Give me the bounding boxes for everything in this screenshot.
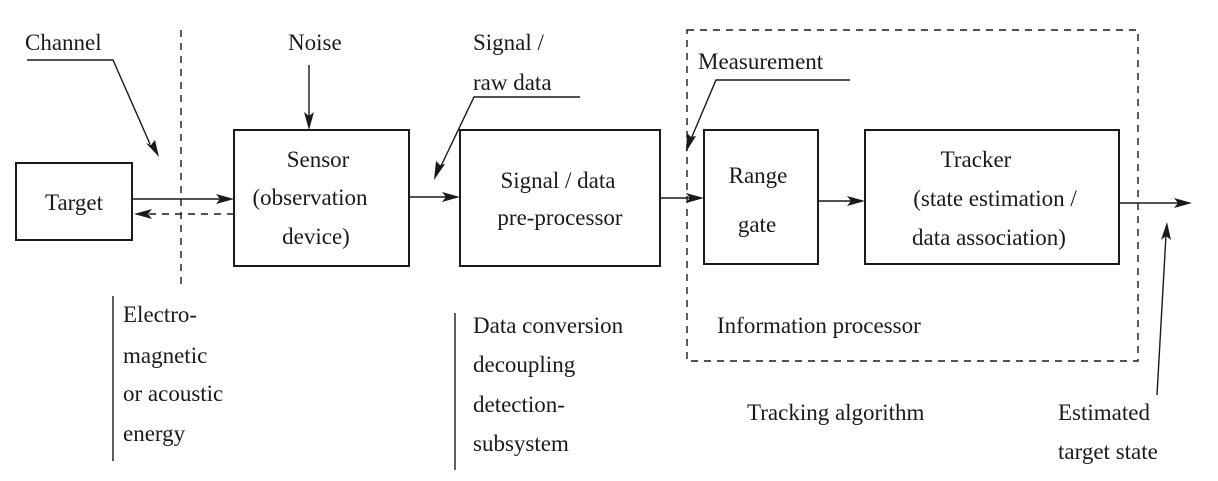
noise-arrowhead: [304, 112, 314, 130]
channel-leader: [27, 59, 151, 145]
measurement-label: Measurement: [698, 49, 824, 74]
conversion-label-line4: subsystem: [473, 431, 569, 456]
conversion-label-line3: detection-: [473, 392, 565, 417]
tracking-algorithm-label: Tracking algorithm: [747, 400, 924, 425]
tracker-block-label-line1: Tracker: [941, 147, 1012, 172]
information-processor-region: [686, 29, 1139, 362]
target-block: [15, 162, 133, 241]
estimated-state-label-line2: target state: [1058, 439, 1158, 464]
channel-label: Channel: [25, 30, 102, 55]
energy-label-line4: energy: [123, 421, 186, 446]
signal-raw-data-label-line2: raw data: [473, 70, 552, 95]
sensor-to-preprocessor-arrowhead: [442, 192, 460, 202]
signal-raw-data-leader-arrowhead: [434, 161, 445, 180]
range-gate-block-label-line2: gate: [738, 212, 776, 237]
measurement-leader-arrowhead: [686, 133, 696, 152]
sensor-block: [233, 129, 410, 267]
sensor-to-target-arrowhead: [134, 209, 152, 219]
tracker-output-arrowhead: [1174, 198, 1192, 208]
range-gate-block-label-line1: Range: [729, 163, 788, 188]
signal-raw-data-label-line1: Signal /: [473, 30, 545, 55]
conversion-label-line1: Data conversion: [473, 313, 624, 338]
target-to-sensor-arrowhead: [216, 194, 234, 204]
estimated-state-leader: [1156, 234, 1167, 396]
preprocessor-block-label-line1: Signal / data: [501, 168, 616, 193]
noise-label: Noise: [288, 30, 342, 55]
target-block-label: Target: [45, 190, 104, 215]
range-gate-block: [703, 129, 819, 265]
preprocessor-block: [459, 129, 661, 267]
signal-raw-data-leader: [440, 96, 580, 167]
sensor-block-label-line3: device): [282, 224, 350, 249]
energy-label-line1: Electro-: [123, 302, 197, 327]
estimated-state-leader-arrowhead: [1161, 222, 1171, 240]
energy-label-line2: magnetic: [123, 343, 207, 368]
preprocessor-block-label-line2: pre-processor: [497, 205, 623, 230]
sensor-block-label-line1: Sensor: [287, 147, 350, 172]
information-processor-label: Information processor: [717, 313, 921, 338]
estimated-state-label-line1: Estimated: [1058, 400, 1150, 425]
preprocessor-to-range-gate-arrowhead: [686, 193, 704, 203]
channel-leader-arrowhead: [146, 140, 159, 157]
measurement-leader: [690, 79, 850, 140]
tracker-block-label-line3: data association): [912, 225, 1066, 250]
conversion-label-line2: decoupling: [473, 352, 576, 377]
tracker-block-label-line2: (state estimation /: [913, 186, 1077, 211]
sensor-block-label-line2: (observation: [253, 185, 368, 210]
range-gate-to-tracker-arrowhead: [847, 196, 865, 206]
tracker-block: [864, 129, 1120, 265]
energy-label-line3: or acoustic: [123, 381, 223, 406]
